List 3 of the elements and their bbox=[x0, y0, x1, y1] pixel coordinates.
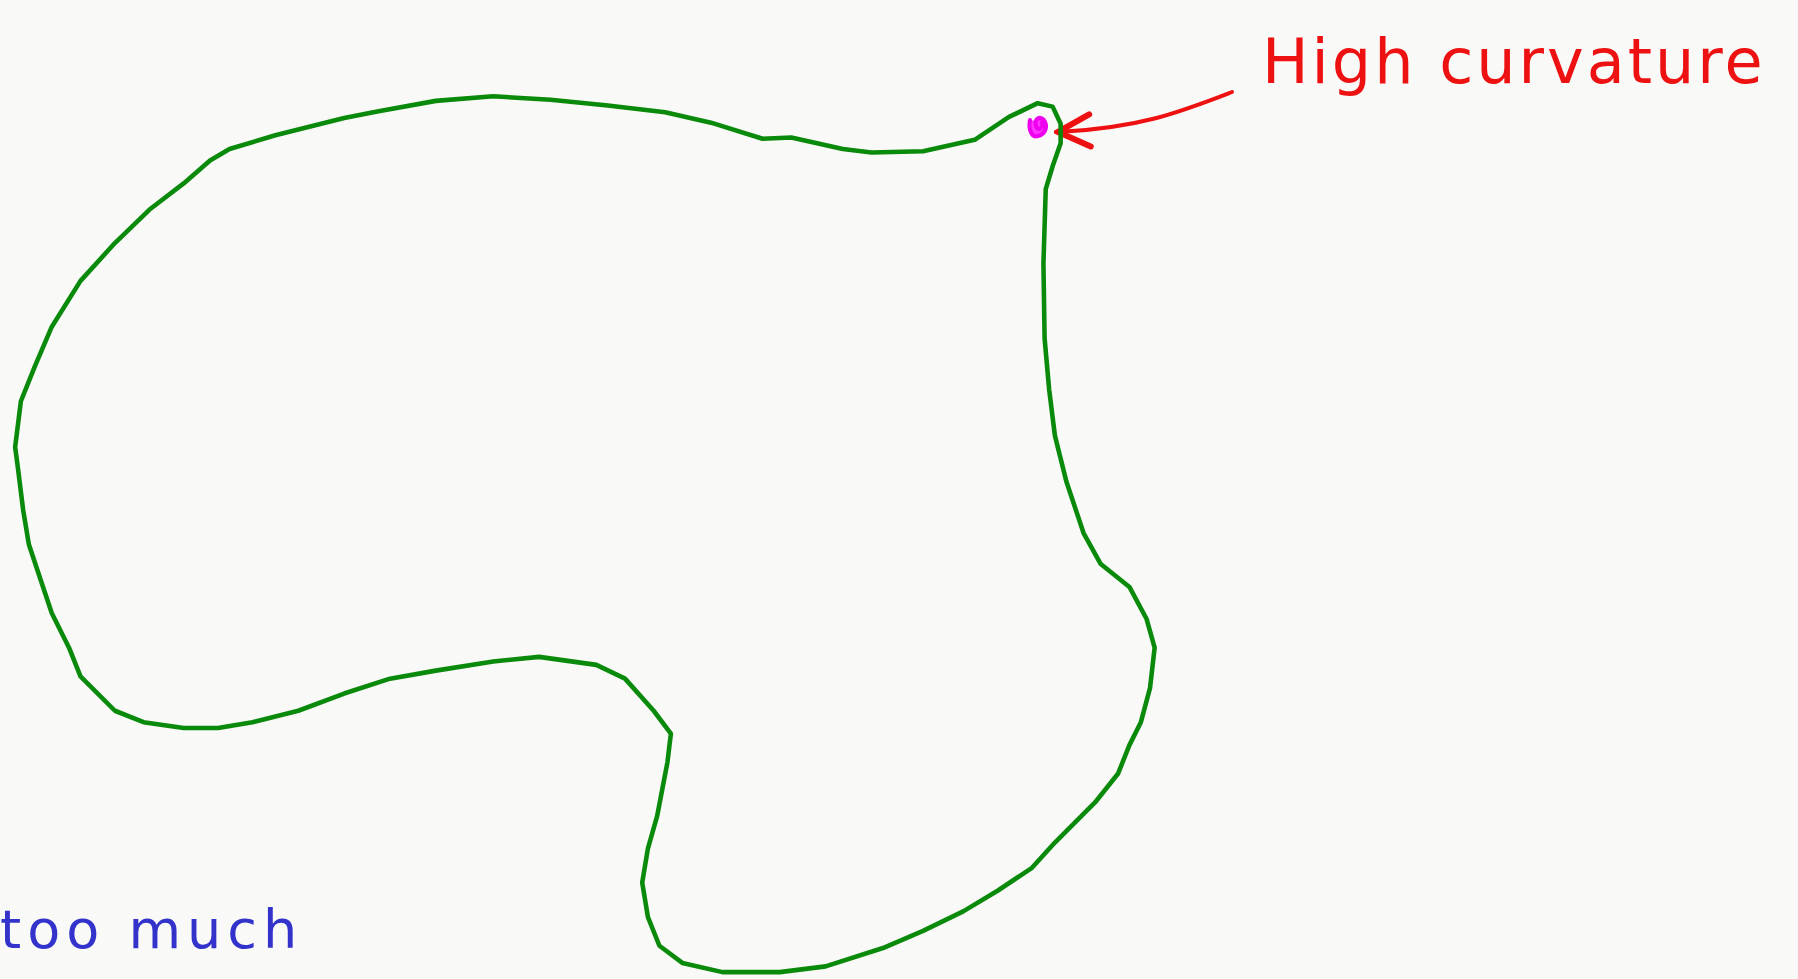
note-text: too much bbox=[0, 897, 304, 963]
arrow bbox=[1055, 90, 1234, 149]
annotation-text: High curvature bbox=[1262, 24, 1767, 100]
